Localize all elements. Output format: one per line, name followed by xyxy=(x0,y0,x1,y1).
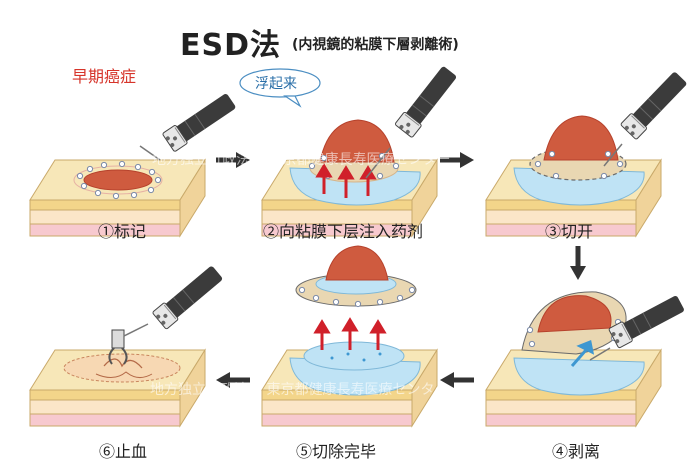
flow-arrow-3-to-4 xyxy=(570,246,586,280)
flow-arrow-2-to-3 xyxy=(440,152,474,168)
flow-arrow-5-to-6 xyxy=(216,372,250,388)
step-5-caption: ⑤切除完毕 xyxy=(296,442,377,461)
step-4-illustration xyxy=(485,291,687,427)
step-2-caption: ②向粘膜下层注入药剂 xyxy=(263,222,424,241)
step-3-caption: ③切开 xyxy=(545,222,594,241)
step-2-illustration xyxy=(261,63,460,237)
step-6-caption: ⑥止血 xyxy=(99,442,148,461)
page-subtitle: (内視鏡的粘膜下層剥離術) xyxy=(292,37,459,53)
note-early-cancer: 早期癌症 xyxy=(72,67,136,86)
step-3-illustration xyxy=(485,69,690,237)
step-1-caption: ①标记 xyxy=(98,222,147,241)
step-4-caption: ④剥离 xyxy=(552,442,601,461)
step-6-illustration xyxy=(29,263,226,427)
page-title: ESD法 xyxy=(180,28,282,63)
step-1-illustration xyxy=(29,90,239,237)
step-5-illustration xyxy=(261,245,438,427)
flow-arrow-1-to-2 xyxy=(216,152,250,168)
flow-arrow-4-to-5 xyxy=(440,372,474,388)
lift-up-bubble: 浮起来 xyxy=(239,68,321,108)
note-lift-up: 浮起来 xyxy=(255,76,297,92)
watermark-top: 地方独立行政法人 東京都健康長寿医療センター xyxy=(152,151,450,168)
watermark-bottom: 地方独立行政法人 東京都健康長寿医療センター xyxy=(150,381,448,398)
